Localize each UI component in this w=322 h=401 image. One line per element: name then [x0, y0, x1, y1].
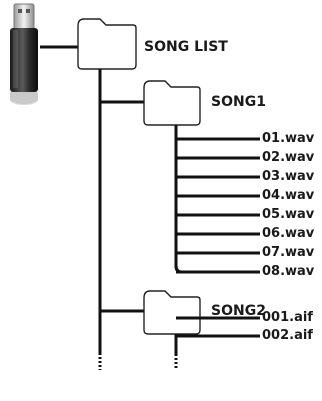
file-label: 06.wav	[262, 226, 315, 241]
file-label: 07.wav	[262, 245, 315, 260]
file-branches	[176, 137, 260, 274]
folder-icon	[143, 290, 201, 335]
file-label: 01.wav	[262, 131, 315, 146]
file-label: 002.aif	[262, 328, 313, 343]
folder-icon	[77, 18, 137, 70]
file-label: 05.wav	[262, 207, 315, 222]
file-branches	[176, 316, 260, 338]
file-label: 001.aif	[262, 310, 313, 325]
usb-flash-drive-icon	[10, 3, 38, 105]
song1-folder-label: SONG1	[211, 94, 266, 110]
song2-folder-label: SONG2	[211, 303, 266, 319]
root-folder-label: SONG LIST	[144, 39, 228, 55]
file-label: 08.wav	[262, 264, 315, 279]
file-label: 02.wav	[262, 150, 315, 165]
file-label: 04.wav	[262, 188, 315, 203]
folder-icon	[143, 80, 201, 126]
file-label: 03.wav	[262, 169, 315, 184]
